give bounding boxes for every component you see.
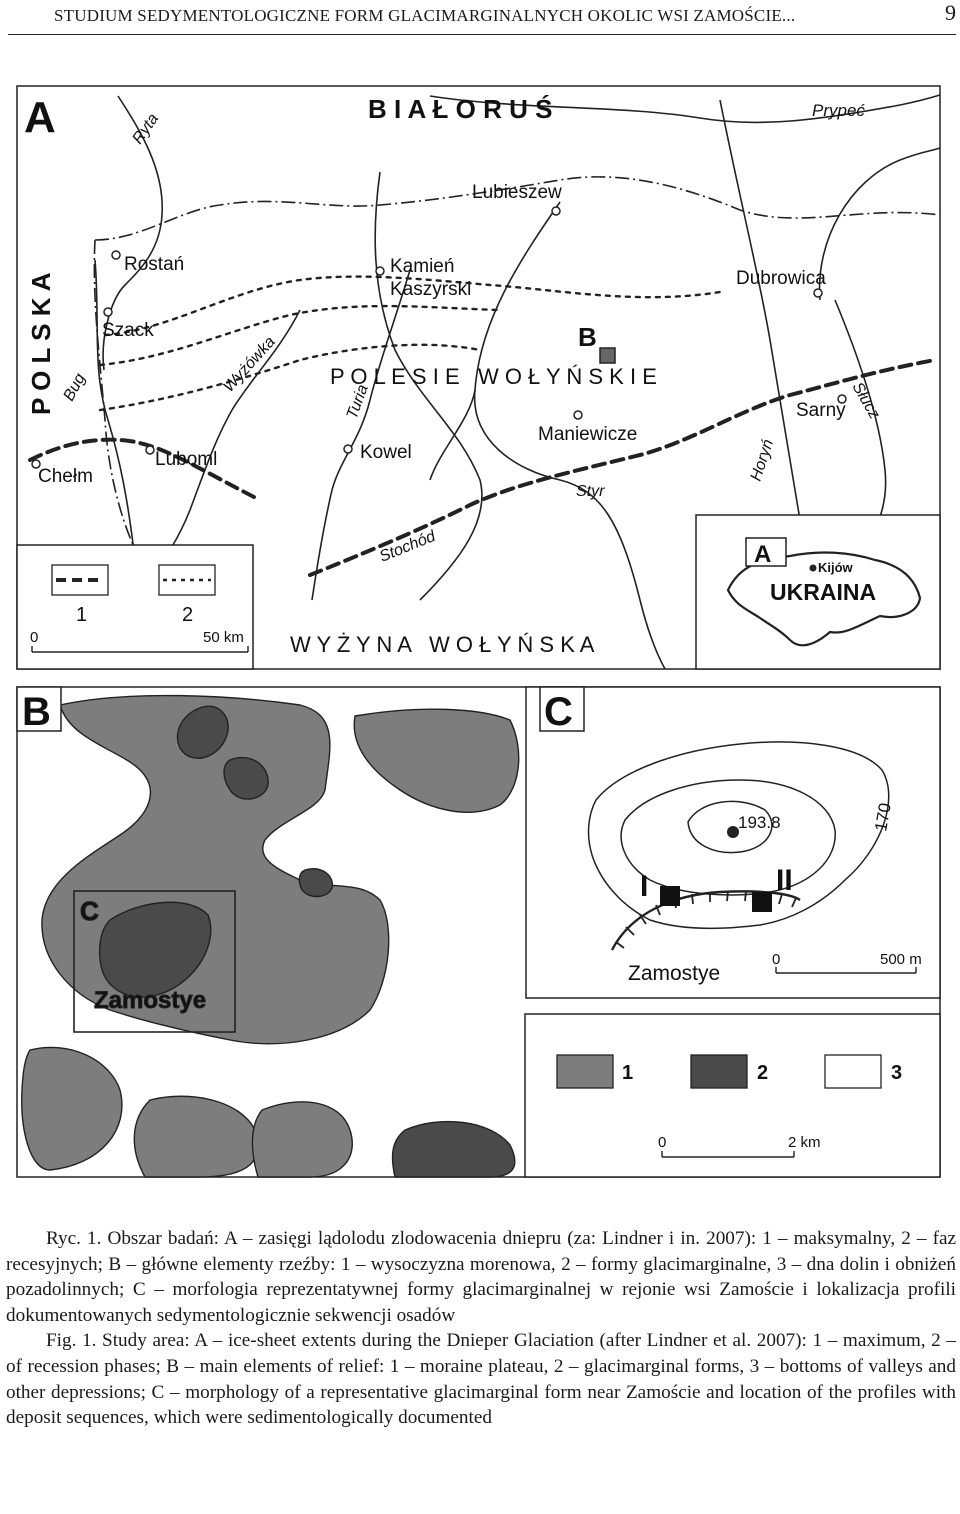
legend-a-label-2: 2 [182,604,193,626]
contour-inner [620,779,836,896]
contour-top [687,800,773,854]
town-dubrowica [813,288,823,298]
place-sarny: Sarny [796,400,846,421]
river-label-styr: Styr [576,483,605,500]
town-maniewicze [573,410,583,420]
place-lubieszew: Lubieszew [472,182,562,203]
town-kamien [375,266,385,276]
contour-lines [587,741,890,929]
town-kowel [343,444,353,454]
site-b-marker [599,347,616,364]
panel-letter-a: A [24,93,56,142]
inset-kijow: Kijów [818,560,854,575]
place-szack: Szack [102,320,154,341]
legend-b-label-3: 3 [891,1062,902,1084]
inset-c-frame [73,890,236,1033]
scale-c-zero: 0 [772,951,780,968]
scale-b-zero: 0 [658,1134,666,1151]
label-wyzyna: W Y Ż Y N A W O Ł Y Ń S K A [290,632,595,657]
inset-ukraine: A Kijów UKRAINA [695,514,941,670]
glacimarginal-forms-patches [98,705,516,1178]
legend-swatch-moraine [556,1054,614,1089]
site-b-label: B [578,322,597,352]
contour-label: 170 [871,801,895,832]
legend-swatch-glacimarginal [690,1054,748,1089]
legend-swatch-valleys [824,1054,882,1089]
caption-polish: Ryc. 1. Obszar badań: A – zasięgi lądolo… [6,1228,956,1326]
page-number: 9 [945,0,956,25]
river-ryta [102,95,163,371]
figure-1: A B I A Ł O R U Ś P O L S K A P O L E S … [16,85,941,1178]
river-wyzowka [149,309,301,576]
elevation-point [727,826,739,838]
town-sarny [837,394,847,404]
town-chelm [31,459,41,469]
river-label-prypec: Prypeć [812,101,865,120]
profile-ii-marker [752,892,772,912]
ice-limit-maximum [28,358,937,577]
place-kamien-2: Kaszyrski [390,279,471,300]
inset-letter: A [754,541,771,568]
scale-a-zero: 0 [30,629,38,646]
place-kowel: Kowel [360,442,412,463]
place-kamien-1: Kamień [390,256,454,277]
place-chelm: Chełm [38,466,93,487]
scale-c-end: 500 m [880,951,922,968]
contour-170 [587,741,890,929]
label-belarus: B I A Ł O R U Ś [368,94,552,124]
state-borders [93,176,941,561]
profile-i-marker [660,886,680,906]
caption-english: Fig. 1. Study area: A – ice-sheet extent… [6,1330,956,1429]
running-title: STUDIUM SEDYMENTOLOGICZNE FORM GLACIMARG… [54,6,796,25]
legend-b-label-2: 2 [757,1062,768,1084]
scale-b-end: 2 km [788,1134,821,1151]
profile-ii-label: II [776,864,793,897]
towns [31,206,847,469]
inset-ukraina: UKRAINA [770,579,876,605]
river-styr [473,201,666,670]
legend-a-label-1: 1 [76,604,87,626]
place-zamostye-c: Zamostye [628,962,720,985]
profile-i-label: I [640,870,648,903]
town-lubieszew [551,206,561,216]
place-rostan: Rostań [124,254,184,275]
label-poland: P O L S K A [26,272,56,415]
map-c: C 193.8 170 I II Zamostye [525,686,941,999]
river-prypec [429,94,941,124]
panel-letter-b: B [22,690,51,734]
place-zamostye-b: Zamostye [94,987,206,1014]
place-dubrowica: Dubrowica [736,268,826,289]
river-east-trib [818,147,941,301]
running-header: STUDIUM SEDYMENTOLOGICZNE FORM GLACIMARG… [8,0,956,35]
figure-caption: Ryc. 1. Obszar badań: A – zasięgi lądolo… [6,1226,956,1431]
ukraine-outline [726,551,922,647]
escarpment [610,890,801,951]
border-poland [93,239,141,561]
label-polesie: P O L E S I E W O Ł Y Ń S K I E [330,364,657,389]
panel-letter-c: C [544,690,573,734]
river-horyn [719,99,801,521]
legend-b: 1 2 3 0 2 km [524,1013,941,1178]
ice-limit-recession [98,275,722,412]
town-luboml [145,445,155,455]
town-szack [103,307,113,317]
place-maniewicze: Maniewicze [538,424,637,445]
town-rostan [111,250,121,260]
map-b: C Zamostye B 1 2 3 0 2 km [16,686,941,1178]
legend-a: 1 2 0 50 km [16,544,254,670]
border-belarus [94,176,941,241]
river-stochod [374,171,483,601]
scale-a-end: 50 km [203,629,244,646]
river-styr-west [429,389,476,481]
elevation-label: 193.8 [738,813,781,832]
place-luboml: Luboml [155,449,217,470]
map-a: A B I A Ł O R U Ś P O L S K A P O L E S … [16,85,941,670]
inset-c-letter: C [80,896,99,926]
legend-b-label-1: 1 [622,1062,633,1084]
